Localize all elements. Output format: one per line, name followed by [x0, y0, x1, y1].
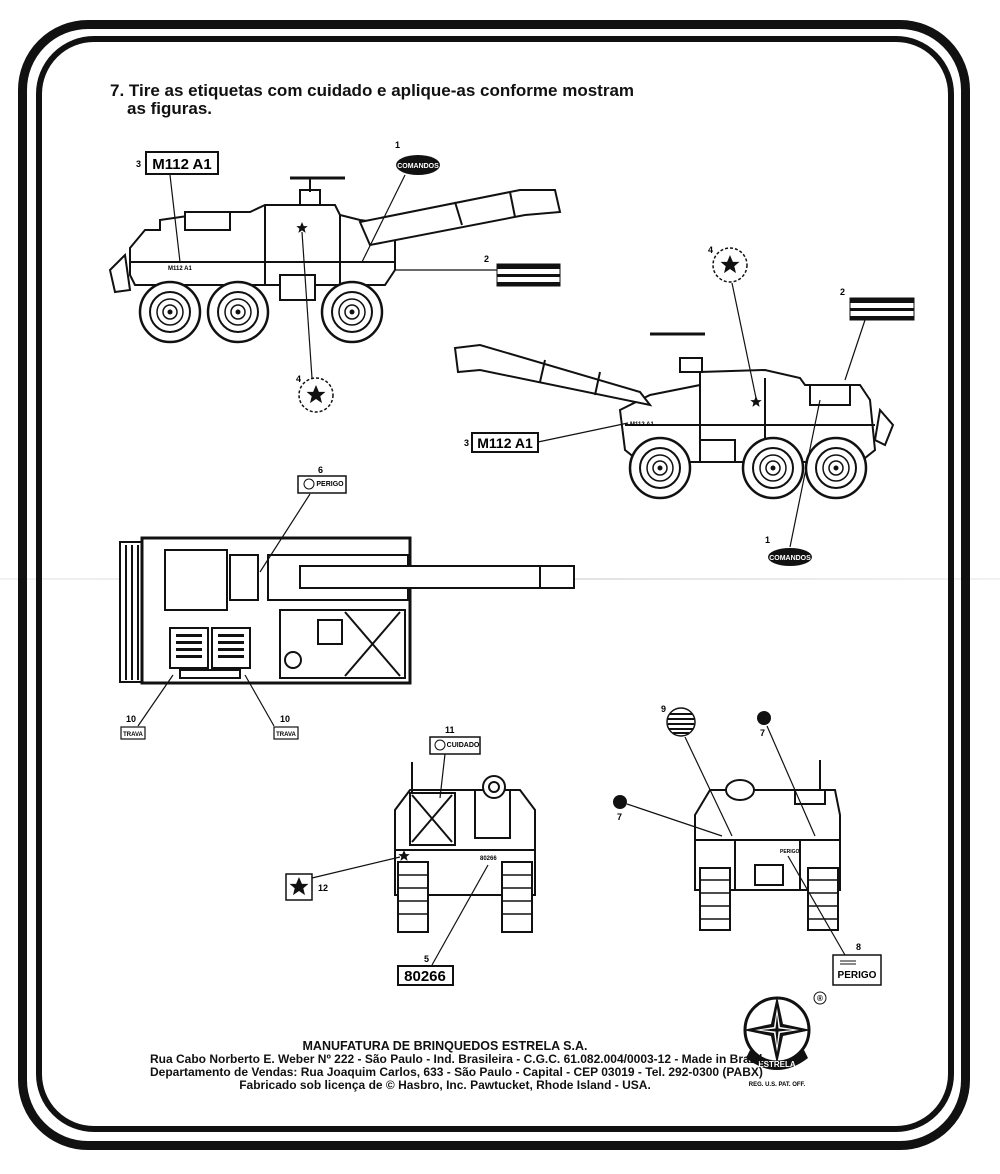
trava-sticker — [120, 726, 146, 740]
instruction-line-1: 7. Tire as etiquetas com cuidado e apliq… — [110, 81, 635, 100]
track-treads — [700, 879, 838, 920]
comandos-sticker-text: COMANDOS — [769, 555, 811, 562]
callout-number: 5 — [424, 954, 429, 964]
leader-line — [169, 174, 181, 263]
callout-number: 7 — [760, 728, 765, 738]
wheel — [138, 280, 202, 344]
callout-number: 8 — [856, 942, 861, 952]
callout-number: 4 — [708, 245, 713, 255]
vent-grille — [176, 634, 244, 658]
callout-number: 9 — [661, 704, 666, 714]
trava-sticker-text: TRAVA — [123, 732, 143, 738]
trava-sticker — [273, 726, 299, 740]
wheel — [320, 280, 384, 344]
m112-small-label: M112 A1 — [630, 422, 654, 428]
instruction-line-2: as figuras. — [127, 99, 213, 118]
stripe-sticker — [849, 297, 915, 321]
perigo-sticker-text: PERIGO — [838, 970, 877, 981]
instruction-text: 7. Tire as etiquetas com cuidado e apliq… — [110, 82, 634, 118]
vehicle-side-view-left — [453, 332, 895, 463]
perigo-small-label: PERIGO — [780, 849, 800, 855]
wheel — [206, 280, 270, 344]
callout-number: 1 — [765, 535, 770, 545]
wheel — [741, 436, 805, 500]
outer-border — [18, 20, 970, 1150]
callout-number: 4 — [296, 374, 301, 384]
m112-sticker-text: M112 A1 — [477, 435, 533, 451]
wheel — [804, 436, 868, 500]
footer-text: MANUFATURA DE BRINQUEDOS ESTRELA S.A. Ru… — [150, 1039, 763, 1092]
m112-small-label: M112 A1 — [168, 266, 192, 272]
perigo-sticker-text: PERIGO — [316, 481, 344, 488]
callout-number: 11 — [445, 725, 455, 735]
footer-license: Fabricado sob licença de © Hasbro, Inc. … — [239, 1078, 651, 1092]
estrela-logo: ESTRELA ® REG. U.S. PAT. OFF. — [743, 991, 827, 1088]
callout-number: 2 — [484, 254, 489, 264]
warning-icon — [434, 739, 446, 751]
leader-line — [731, 282, 757, 399]
leader-line — [439, 753, 446, 799]
leader-line — [301, 231, 313, 379]
comandos-sticker-text: COMANDOS — [397, 163, 439, 170]
perigo-sticker-large — [832, 954, 882, 986]
callout-number: 2 — [840, 287, 845, 297]
comandos-sticker — [396, 155, 440, 175]
serial-small-label: 80266 — [480, 856, 497, 862]
leader-line — [626, 803, 723, 837]
vehicle-side-view-right — [108, 176, 562, 301]
inner-border — [36, 36, 954, 1132]
leader-line — [766, 725, 816, 837]
vehicle-rear-view — [694, 760, 841, 931]
cuidado-sticker-text: CUIDADO — [447, 742, 480, 749]
comandos-sticker — [768, 548, 812, 566]
callout-number: 1 — [395, 140, 400, 150]
reg-pat-note: REG. U.S. PAT. OFF. — [749, 1082, 806, 1088]
leader-line — [787, 855, 846, 956]
stripe-sticker — [496, 263, 561, 287]
warning-icon — [303, 478, 315, 490]
trava-sticker-text: TRAVA — [276, 732, 296, 738]
leader-line — [684, 736, 733, 837]
registered-mark: ® — [817, 994, 823, 1003]
callout-number: 3 — [464, 438, 469, 448]
leader-line — [361, 174, 406, 263]
serial-sticker — [397, 965, 454, 986]
m112-sticker — [145, 151, 219, 175]
track-treads — [398, 874, 532, 915]
callout-number: 10 — [126, 714, 136, 724]
footer-company: MANUFATURA DE BRINQUEDOS ESTRELA S.A. — [302, 1039, 588, 1053]
round-dot-sticker — [613, 795, 627, 809]
callout-number: 6 — [318, 465, 323, 475]
leader-line — [844, 319, 866, 381]
callout-number: 12 — [318, 883, 328, 893]
estrela-brand-text: ESTRELA — [758, 1060, 796, 1069]
footer-address: Rua Cabo Norberto E. Weber Nº 222 - São … — [150, 1052, 763, 1066]
leader-line — [244, 674, 275, 727]
round-dot-sticker — [757, 711, 771, 725]
leader-line — [137, 674, 174, 727]
callout-number: 7 — [617, 812, 622, 822]
leader-line — [259, 493, 311, 573]
callout-number: 3 — [136, 159, 141, 169]
striped-round-sticker — [666, 707, 696, 737]
leader-line — [311, 856, 401, 879]
leader-line — [537, 422, 629, 443]
leader-line — [431, 864, 489, 966]
callout-number: 10 — [280, 714, 290, 724]
vehicle-front-view — [394, 762, 536, 933]
wheel — [628, 436, 692, 500]
footer-sales-dept: Departamento de Vendas: Rua Joaquim Carl… — [150, 1065, 763, 1079]
serial-sticker-text: 80266 — [404, 968, 446, 985]
leader-line — [789, 399, 821, 548]
m112-sticker-text: M112 A1 — [152, 156, 211, 173]
vehicle-top-view — [119, 536, 575, 685]
m112-sticker — [471, 432, 539, 453]
